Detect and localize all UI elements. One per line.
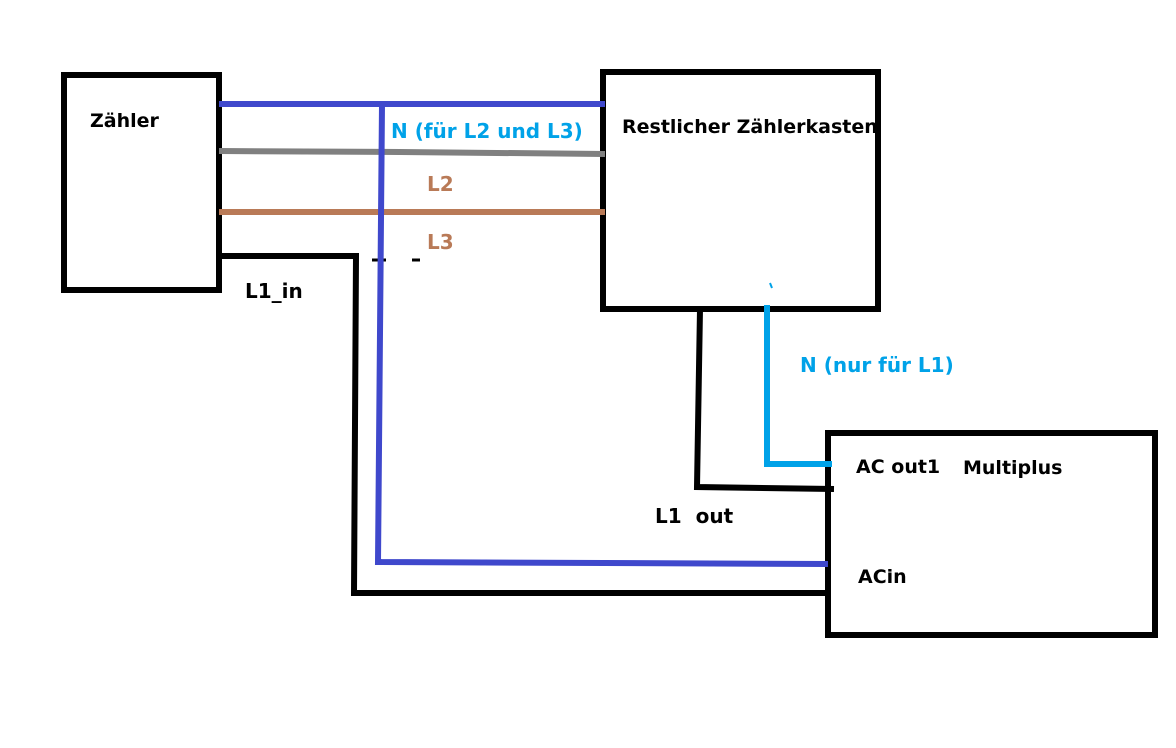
n-l2-l3-label: N (für L2 und L3) xyxy=(391,119,583,143)
n-main-down-wire xyxy=(374,103,829,567)
l1-out-wire xyxy=(693,308,835,492)
ac-in-label: ACin xyxy=(858,566,907,588)
zaehler-box xyxy=(61,72,222,293)
multiplus-label: Multiplus xyxy=(963,457,1063,479)
l3-label: L3 xyxy=(427,230,454,254)
l1-out-label: L1 out xyxy=(655,504,734,528)
ac-out1-label: AC out1 xyxy=(856,456,940,478)
zaehlerkasten-box xyxy=(600,69,881,312)
n-l1-label: N (nur für L1) xyxy=(800,353,954,377)
l1-in-wire xyxy=(219,253,828,596)
l2-wire xyxy=(218,148,606,157)
n-l1-wire xyxy=(764,305,832,467)
zaehlerkasten-label: Restlicher Zählerkasten xyxy=(622,116,878,138)
n-l1-stub xyxy=(769,282,773,289)
l2-label: L2 xyxy=(427,172,454,196)
l1-in-label: L1_in xyxy=(245,279,303,303)
multiplus-box xyxy=(825,430,1158,638)
zaehler-label: Zähler xyxy=(90,110,160,132)
